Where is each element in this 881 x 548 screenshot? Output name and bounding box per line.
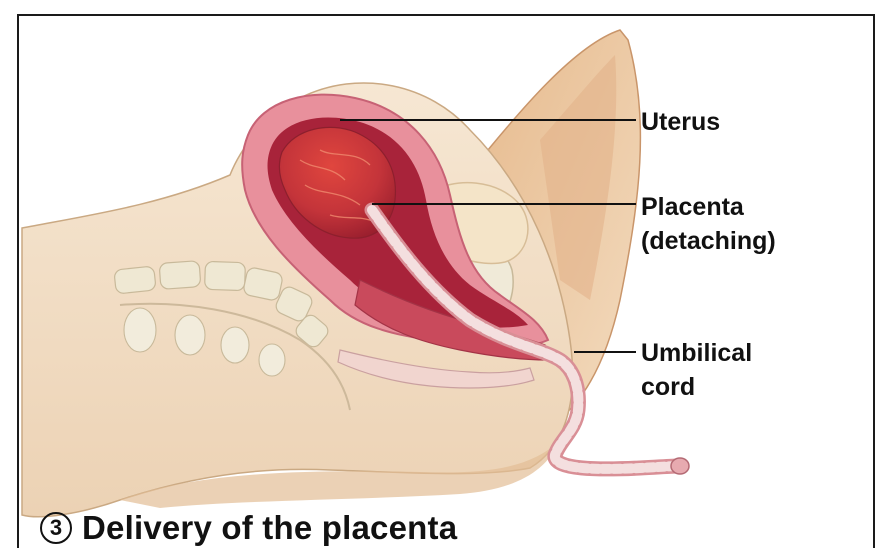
label-cord: cord — [641, 372, 695, 402]
caption-title: Delivery of the placenta — [82, 509, 457, 547]
label-placenta-detaching: (detaching) — [641, 226, 776, 256]
step-number-badge: 3 — [40, 512, 72, 544]
label-umbilical: Umbilical — [641, 338, 752, 368]
figure-caption: 3 Delivery of the placenta — [40, 508, 457, 548]
cord-end — [671, 458, 689, 474]
label-placenta: Placenta — [641, 192, 744, 222]
label-uterus: Uterus — [641, 107, 720, 137]
